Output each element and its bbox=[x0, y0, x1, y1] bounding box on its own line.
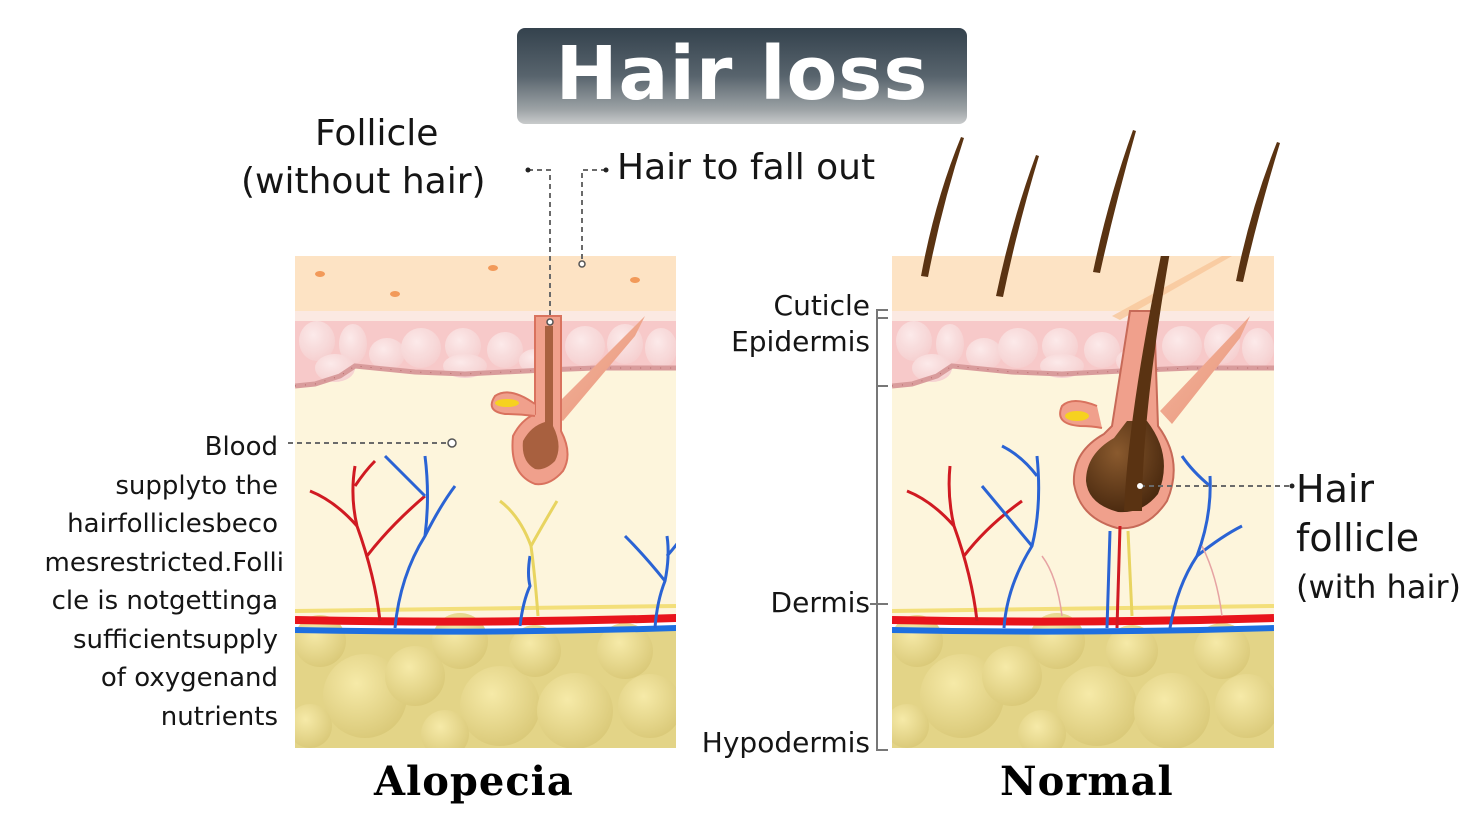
dermis-label: Dermis bbox=[770, 586, 870, 619]
follicle-label-line2: (without hair) bbox=[241, 161, 486, 202]
leader-lines bbox=[288, 169, 1292, 487]
alopecia-caption: Alopecia bbox=[374, 758, 574, 805]
hair-to-fall-out-label: Hair to fall out bbox=[617, 147, 876, 188]
follicle-label-line1: Follicle bbox=[315, 113, 439, 154]
hair-follicle-label-line1: Hair bbox=[1296, 467, 1375, 511]
normal-caption: Normal bbox=[1000, 758, 1174, 805]
hair-strands bbox=[921, 130, 1280, 297]
normal-skin-panel bbox=[885, 256, 1279, 758]
layer-bracket bbox=[870, 309, 888, 751]
hypodermis-label: Hypodermis bbox=[701, 726, 870, 759]
hair-follicle-label-line3: (with hair) bbox=[1296, 568, 1461, 606]
page-title: Hair loss bbox=[555, 31, 929, 117]
cuticle-label: Cuticle bbox=[773, 289, 870, 322]
blood-supply-description: Blood supplyto the hairfolliclesbeco mes… bbox=[44, 432, 285, 732]
epidermis-label: Epidermis bbox=[731, 325, 870, 358]
alopecia-skin-panel bbox=[288, 256, 676, 758]
hair-follicle-label-line2: follicle bbox=[1296, 516, 1420, 560]
title-banner: Hair loss bbox=[517, 28, 967, 124]
